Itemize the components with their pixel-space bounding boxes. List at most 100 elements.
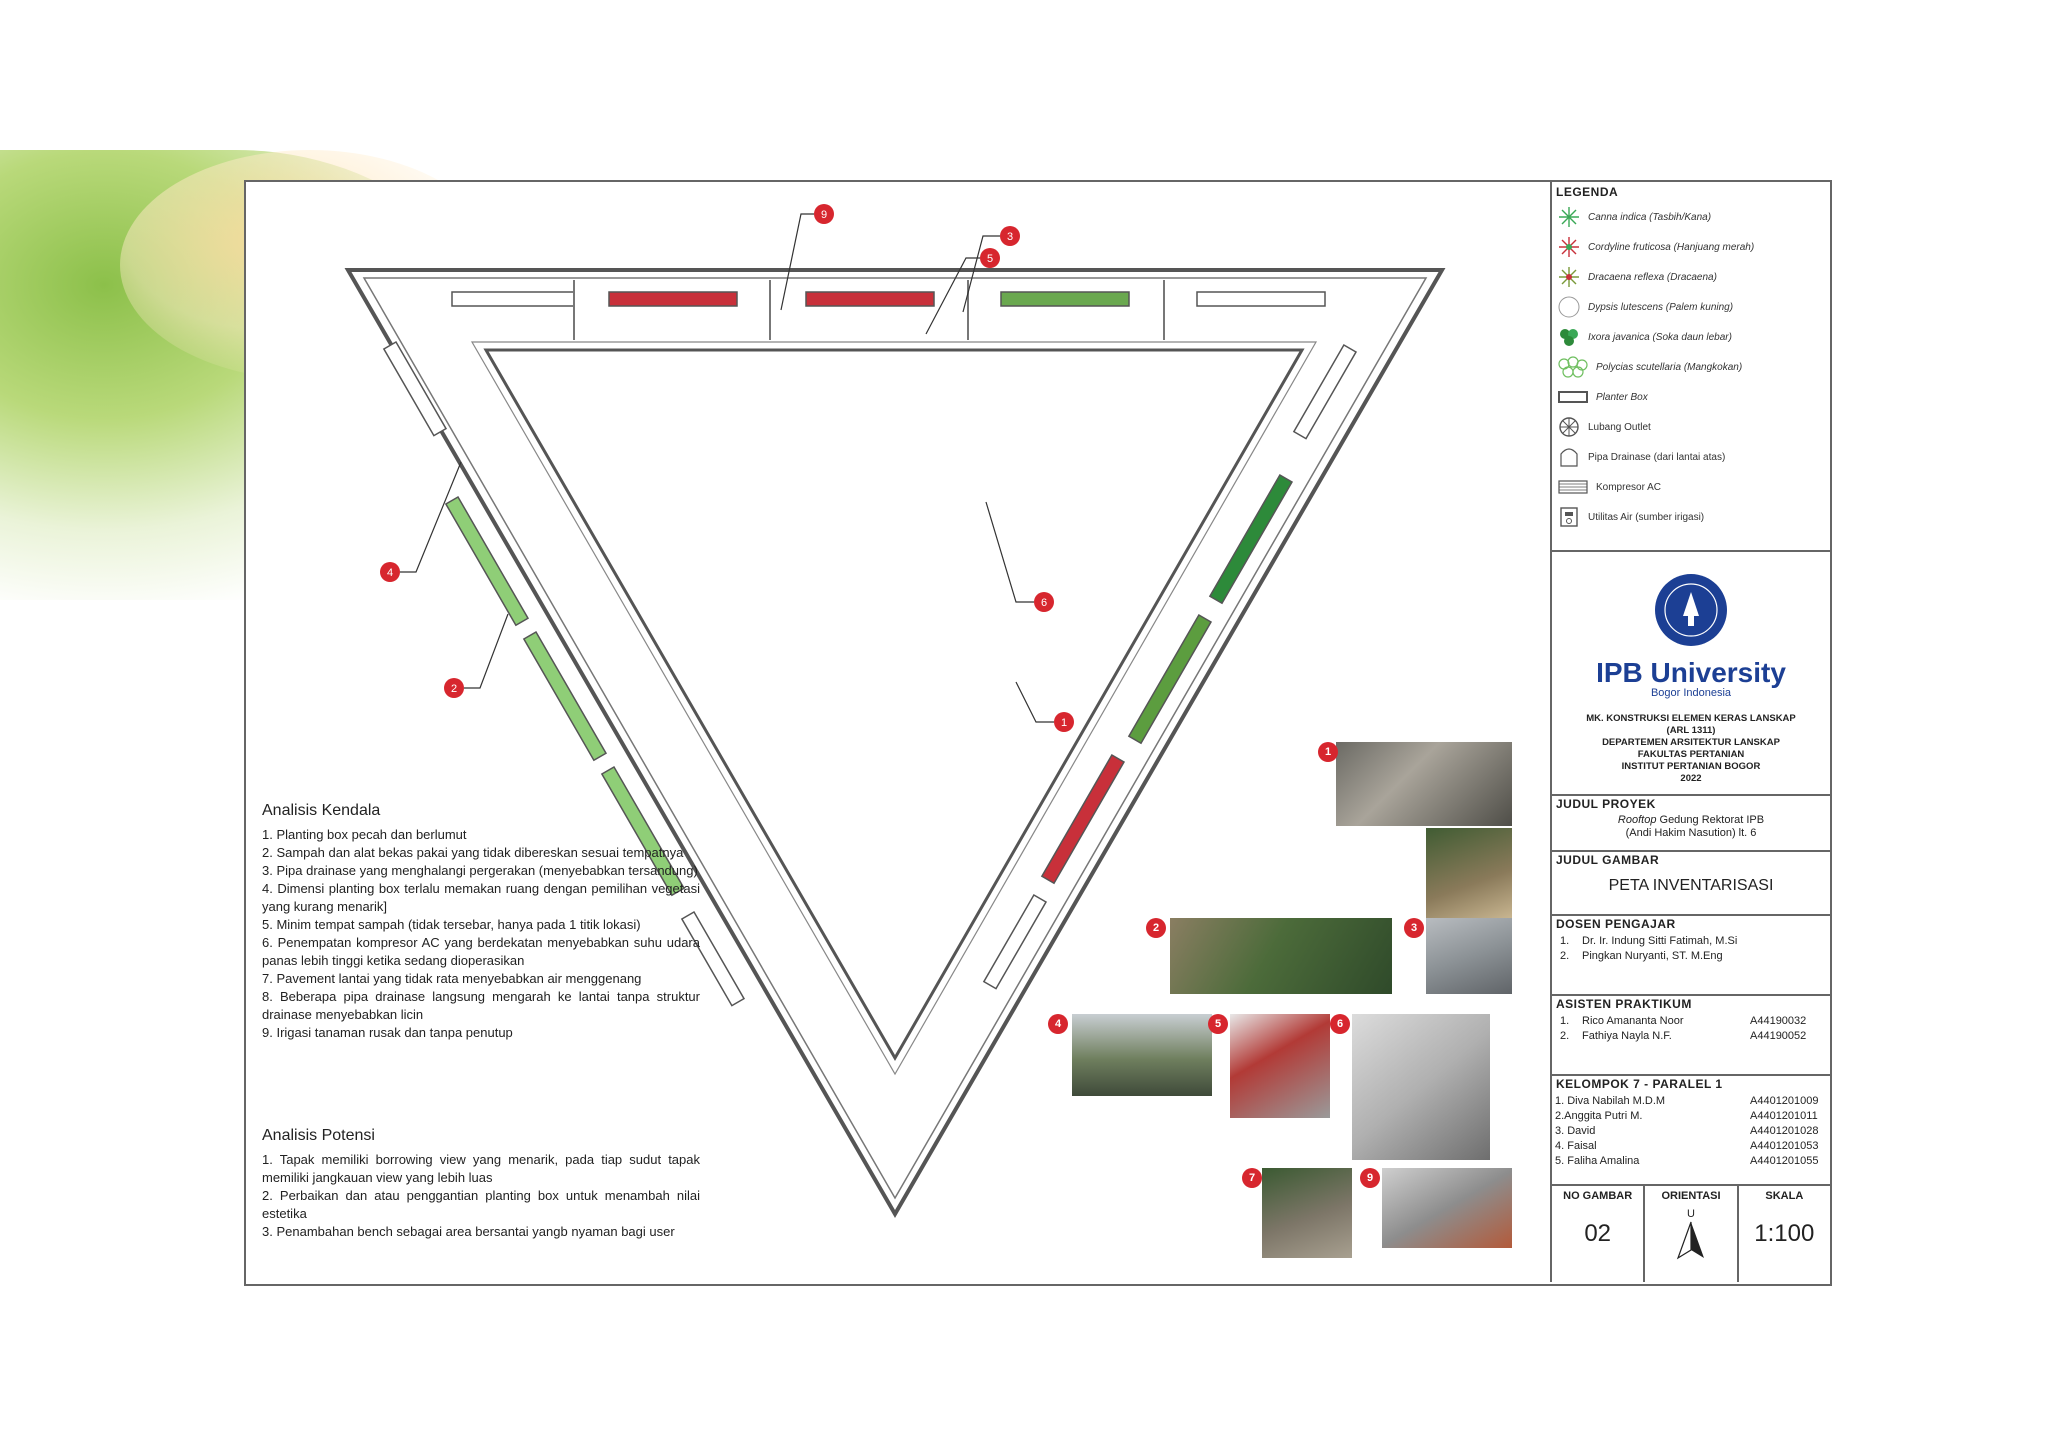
asisten-title: ASISTEN PRAKTIKUM	[1556, 997, 1692, 1011]
legend-label: Planter Box	[1596, 391, 1648, 403]
photo-1	[1336, 742, 1512, 826]
legend-label: Canna indica (Tasbih/Kana)	[1588, 211, 1712, 223]
ac-compressor-icon	[1558, 480, 1588, 494]
callout-marker	[980, 248, 1000, 268]
planter-box-cordyline	[608, 291, 738, 307]
planter-box	[680, 910, 746, 1007]
dosen-pengajar: DOSEN PENGAJAR 1.Dr. Ir. Indung Sitti Fa…	[1552, 914, 1830, 996]
kelompok-title: KELOMPOK 7 - PARALEL 1	[1556, 1077, 1723, 1091]
planter-box-mixed	[1000, 291, 1130, 307]
inner-wall-line	[470, 341, 1318, 1076]
list-item: 6. Penempatan kompresor AC yang berdekat…	[262, 935, 700, 968]
polyscias-icon	[1558, 356, 1588, 378]
person-name: 2.Anggita Putri M.	[1555, 1110, 1643, 1122]
person-name: Pingkan Nuryanti, ST. M.Eng	[1582, 950, 1723, 962]
planter-box-polyscias	[600, 765, 686, 897]
orientasi-cell: ORIENTASI U	[1645, 1184, 1739, 1282]
photo-badge-3: 3	[1404, 918, 1424, 938]
callout-5: 5	[987, 253, 993, 265]
photo-badge-6: 6	[1330, 1014, 1350, 1034]
course-line: 2022	[1680, 773, 1702, 784]
callout-marker	[1034, 592, 1054, 612]
judul-gambar-title: JUDUL GAMBAR	[1556, 853, 1660, 867]
palm-icon	[1558, 296, 1580, 318]
planter-box-polyscias	[522, 630, 608, 762]
list-item: 2.Fathiya Nayla N.F.A44190052	[1560, 1029, 1830, 1044]
legend-label: Polycias scutellaria (Mangkokan)	[1596, 361, 1743, 373]
index: 2.	[1560, 950, 1570, 962]
callout-4: 4	[387, 567, 393, 579]
analisis-kendala: Analisis Kendala 1. Planting box pecah d…	[262, 802, 700, 1042]
photo-6	[1352, 1014, 1490, 1160]
list-item: 8. Beberapa pipa drainase langsung menga…	[262, 989, 700, 1022]
list-item: 1. Planting box pecah dan berlumut	[262, 827, 467, 842]
legend-item: Ixora javanica (Soka daun lebar)	[1558, 322, 1830, 352]
planter-box-mixed	[1127, 613, 1213, 745]
planter-box	[982, 893, 1048, 990]
legend-label: Utilitas Air (sumber irigasi)	[1588, 511, 1705, 523]
kelompok: KELOMPOK 7 - PARALEL 1 1. Diva Nabilah M…	[1552, 1074, 1830, 1186]
legend-item: Pipa Drainase (dari lantai atas)	[1558, 442, 1830, 472]
planter-box	[451, 291, 575, 307]
legend-label: Ixora javanica (Soka daun lebar)	[1588, 331, 1732, 343]
drawing-title: PETA INVENTARISASI	[1608, 877, 1774, 894]
list-item: 9. Irigasi tanaman rusak dan tanpa penut…	[262, 1025, 513, 1040]
dracaena-icon	[1559, 267, 1579, 287]
index: 1.	[1560, 1015, 1570, 1027]
callout-marker	[1054, 712, 1074, 732]
callout-3: 3	[1007, 231, 1013, 243]
planter-box-cordyline	[805, 291, 935, 307]
course-line: FAKULTAS PERTANIAN	[1637, 749, 1745, 760]
dosen-title: DOSEN PENGAJAR	[1556, 917, 1676, 931]
callout-leaders	[400, 213, 1054, 723]
legend-label: Lubang Outlet	[1588, 421, 1651, 433]
list-item: 2. Perbaikan dan atau penggantian planti…	[262, 1188, 700, 1221]
callout-marker	[444, 678, 464, 698]
outer-wall-inner-line	[362, 277, 1428, 1200]
planter-box-cordyline	[1040, 753, 1126, 885]
person-id: A4401201055	[1750, 1155, 1819, 1167]
photo-5	[1230, 1014, 1330, 1118]
orientasi-label: ORIENTASI	[1661, 1190, 1721, 1202]
ixora-icon	[1560, 329, 1578, 346]
project-location: (Andi Hakim Nasution) lt. 6	[1625, 827, 1757, 839]
site-plan: 9 5 3 4 2 1 6	[344, 204, 1446, 1218]
north-letter: U	[1687, 1208, 1695, 1220]
analisis-potensi-list: 1. Tapak memiliki borrowing view yang me…	[262, 1151, 700, 1241]
person-name: Rico Amananta Noor	[1582, 1015, 1684, 1027]
skala-cell: SKALA 1:100	[1739, 1184, 1830, 1282]
photo-4	[1072, 1014, 1212, 1096]
judul-gambar: JUDUL GAMBAR PETA INVENTARISASI	[1552, 850, 1830, 916]
planter-box	[1196, 291, 1326, 307]
skala-label: SKALA	[1765, 1190, 1804, 1202]
planter-box	[1292, 343, 1358, 440]
planter-box-polyscias	[444, 495, 530, 627]
drain-pipe-icon	[1560, 448, 1578, 467]
legend-item: Dypsis lutescens (Palem kuning)	[1558, 292, 1830, 322]
planter-box	[382, 340, 448, 437]
legend-item: Utilitas Air (sumber irigasi)	[1558, 502, 1830, 532]
top-planters	[451, 280, 1326, 340]
callout-marker	[1000, 226, 1020, 246]
judul-proyek-title: JUDUL PROYEK	[1556, 797, 1656, 811]
no-gambar-label: NO GAMBAR	[1563, 1190, 1633, 1202]
person-name: 1. Diva Nabilah M.D.M	[1555, 1095, 1666, 1107]
list-item: 2. Pingkan Nuryanti, ST. M.Eng	[1560, 949, 1830, 964]
planter-box-icon	[1558, 391, 1588, 403]
cordyline-icon	[1559, 237, 1579, 257]
person-name: 5. Faliha Amalina	[1555, 1155, 1640, 1167]
outlet-icon	[1559, 417, 1579, 437]
legend-item: Polycias scutellaria (Mangkokan)	[1558, 352, 1830, 382]
list-item: 3. Penambahan bench sebagai area bersant…	[262, 1224, 675, 1239]
ipb-logo-icon	[1655, 574, 1727, 646]
legend-item: Kompresor AC	[1558, 472, 1830, 502]
left-planters	[382, 340, 746, 1007]
person-id: A4401201028	[1750, 1125, 1819, 1137]
callout-2: 2	[451, 683, 457, 695]
legend-title: LEGENDA	[1556, 185, 1619, 199]
list-item: 7. Pavement lantai yang tidak rata menye…	[262, 971, 642, 986]
list-item: 3. Pipa drainase yang menghalangi perger…	[262, 863, 698, 878]
legend-label: Cordyline fruticosa (Hanjuang merah)	[1588, 241, 1755, 253]
